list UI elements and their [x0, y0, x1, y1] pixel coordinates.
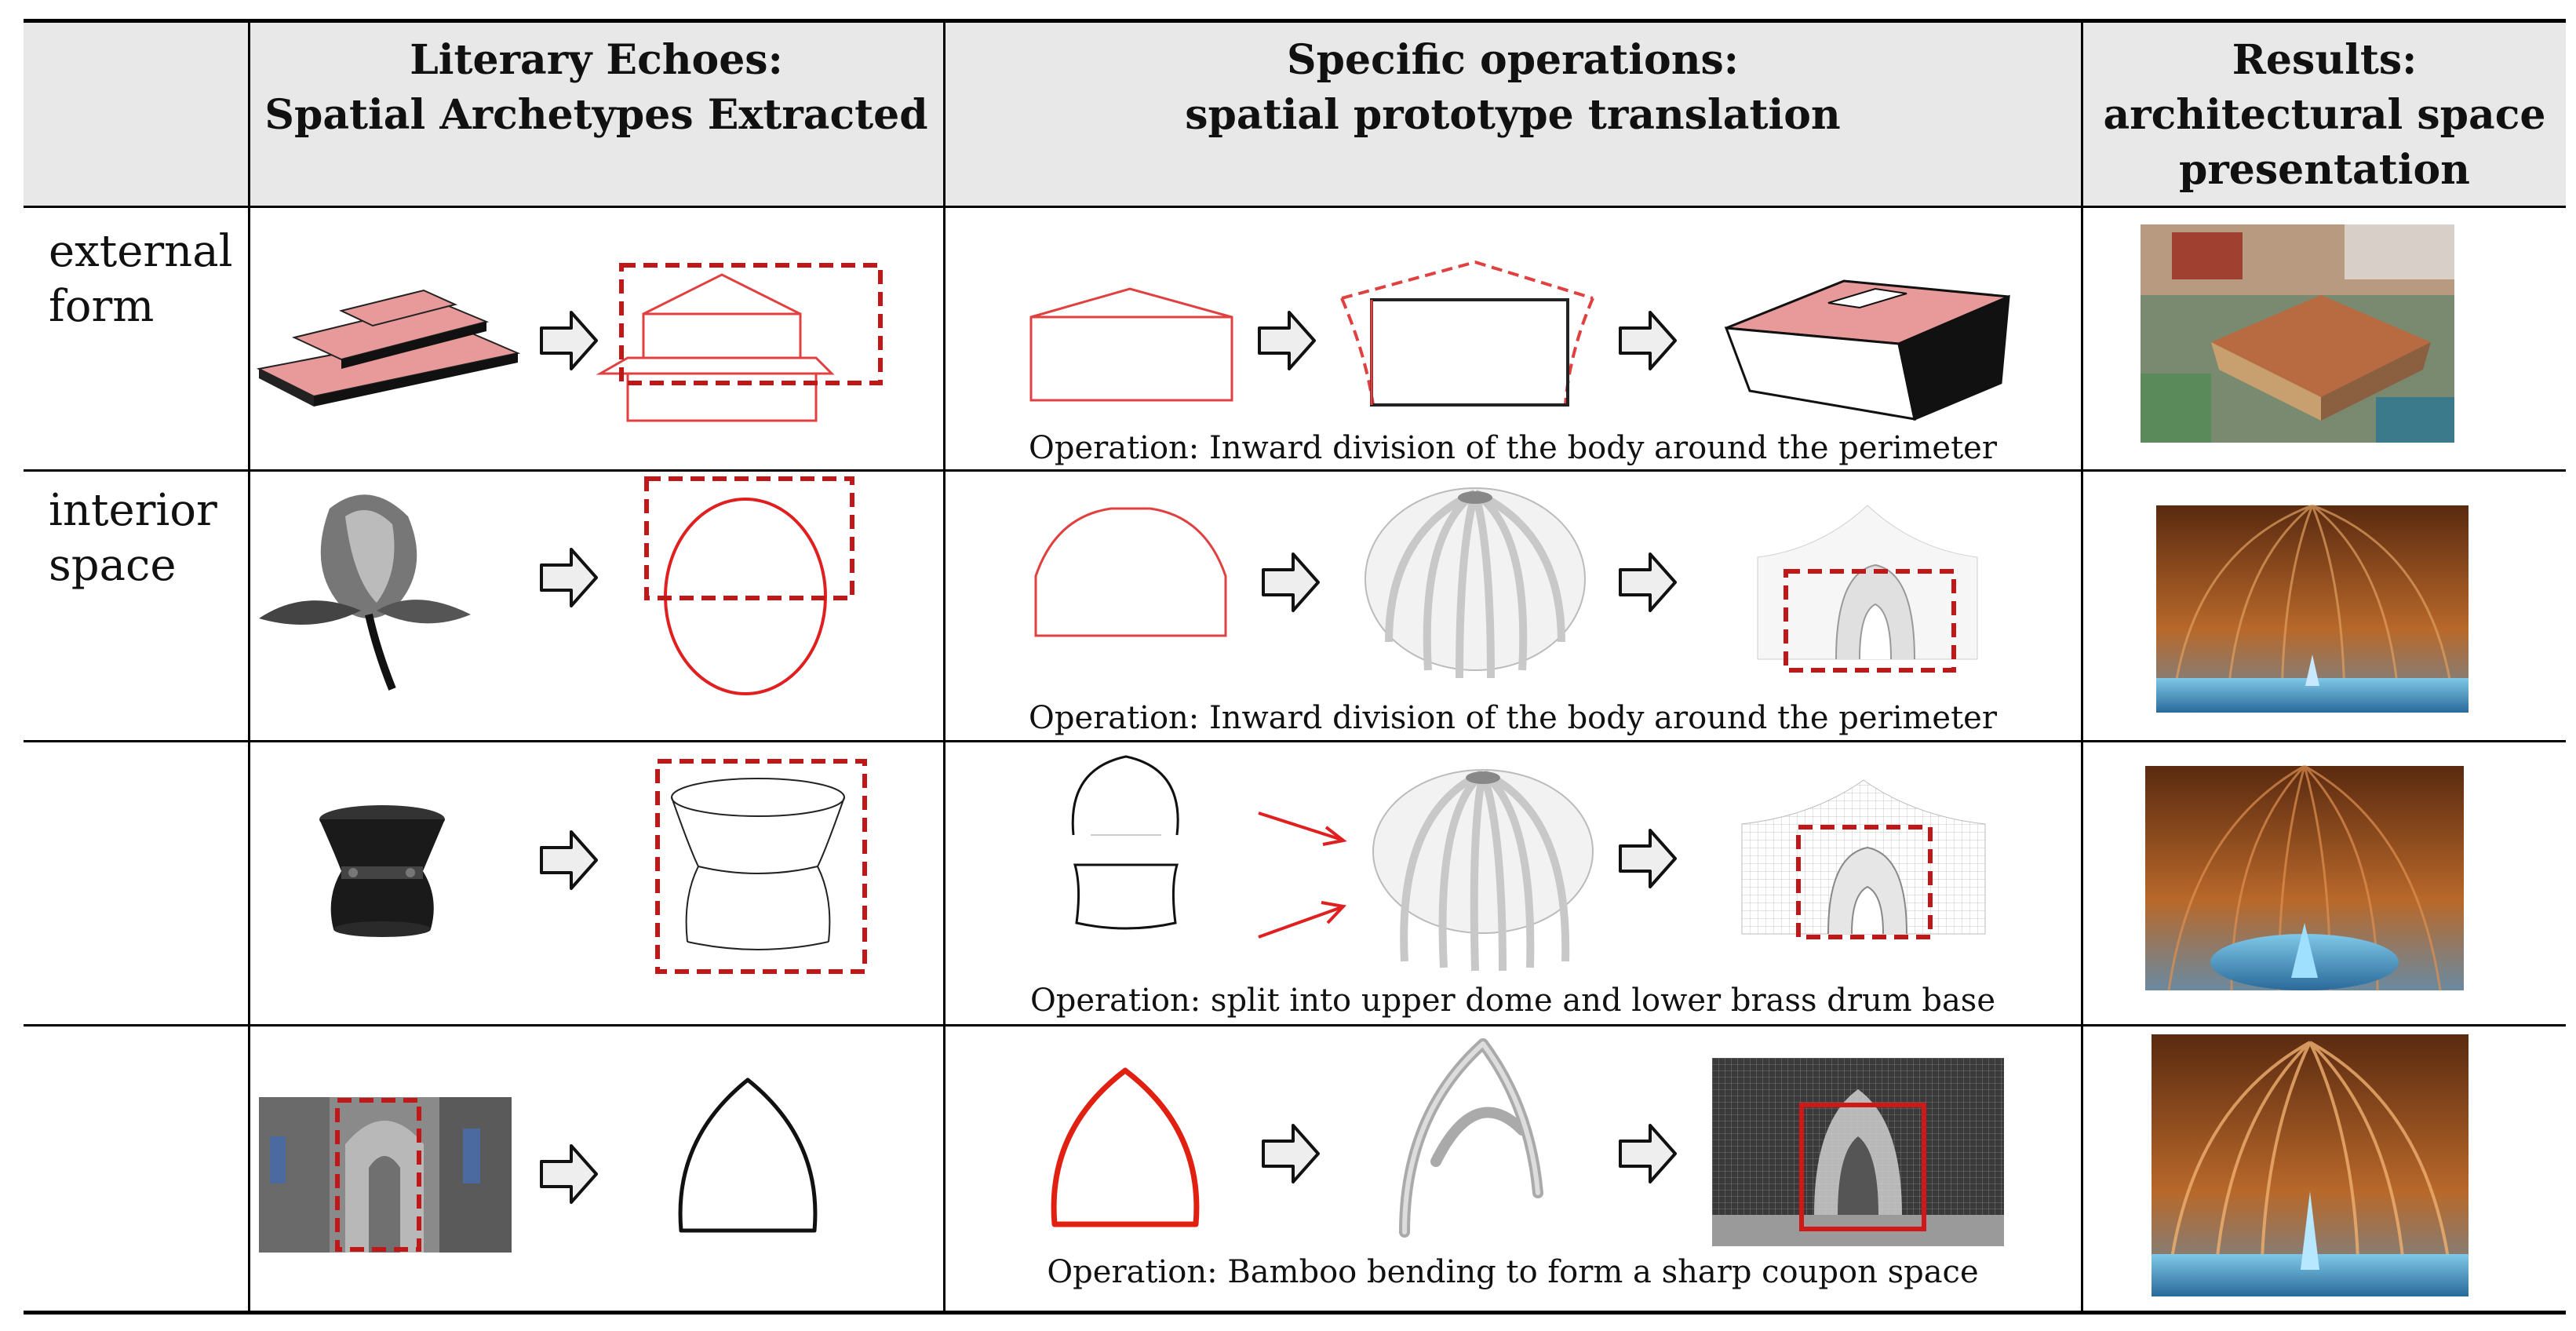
bamboo-arch-section-render [1712, 1058, 2004, 1246]
table-bottom-rule [24, 1311, 2566, 1315]
arrow-icon [1262, 1124, 1320, 1183]
operation-caption-row-4: Operation: Bamboo bending to form a shar… [1047, 1254, 1979, 1290]
house-elevation-outline [1029, 287, 1233, 402]
header-row-background [24, 20, 2566, 207]
bronze-drum-photo [319, 805, 445, 937]
arrow-icon [1258, 311, 1316, 370]
red-pointed-arch-outline [1051, 1067, 1200, 1227]
arrow-icon [1619, 829, 1677, 888]
dome-profile-outline [1034, 507, 1227, 637]
operation-caption-row-3: Operation: split into upper dome and low… [1029, 983, 1996, 1019]
table-top-rule [24, 19, 2566, 23]
operation-caption-row-2: Operation: Inward division of the body a… [1029, 700, 1997, 736]
row-divider-3 [24, 1024, 2566, 1027]
grid-section-drawing [1741, 779, 1986, 939]
dome-section-drawing [1757, 505, 1978, 673]
3d-dome-on-drum-model [1372, 769, 1594, 972]
lotus-bud-photo [259, 494, 471, 691]
ellipse-bud-outline [644, 476, 854, 695]
operation-caption-row-1: Operation: Inward division of the body a… [1029, 430, 1997, 466]
column-divider-2 [943, 20, 946, 1314]
result-photo-bamboo-hall-blue-light [2145, 764, 2464, 991]
arrow-icon [540, 548, 598, 607]
arrow-icon [540, 311, 598, 370]
column-divider-3 [2081, 20, 2083, 1314]
3d-ribbed-dome-model [1365, 487, 1586, 679]
row-divider-1 [24, 469, 2566, 472]
drum-outline-sketch [655, 759, 867, 974]
arrow-icon [1619, 1124, 1677, 1183]
pointed-arch-outline [678, 1078, 818, 1233]
arrow-icon [1262, 552, 1320, 612]
red-arrow-lower [1258, 901, 1347, 939]
result-photo-bamboo-pointed-arch-corridor [2152, 1034, 2469, 1297]
arrow-icon [1619, 552, 1677, 612]
header-literary-echoes: Literary Echoes: Spatial Archetypes Extr… [264, 36, 928, 139]
arrow-icon [540, 830, 598, 890]
3d-pavilion-roof-model [1724, 279, 2010, 421]
tiered-roof-archetype-icon [256, 289, 521, 407]
arrow-icon [540, 1144, 598, 1204]
row-label-interior-space: interior space [49, 485, 217, 591]
3d-bent-bamboo-arch-model [1399, 1038, 1543, 1238]
result-photo-pavilion-aerial [2141, 224, 2454, 443]
row-label-external-form: external form [49, 226, 233, 332]
split-dome-and-drum-outline [1071, 755, 1179, 930]
header-divider [24, 206, 2566, 208]
result-photo-bamboo-dome-interior [2156, 504, 2469, 713]
red-arrow-upper [1258, 811, 1347, 846]
inward-division-sketch [1340, 260, 1594, 407]
row-divider-2 [24, 740, 2566, 742]
red-outline-roof-sketch [596, 263, 883, 422]
column-divider-1 [248, 20, 250, 1314]
header-specific-operations: Specific operations: spatial prototype t… [1185, 36, 1841, 139]
gothic-cathedral-nave-photo [259, 1097, 512, 1253]
arrow-icon [1619, 311, 1677, 370]
header-results: Results: architectural space presentatio… [2103, 36, 2546, 194]
